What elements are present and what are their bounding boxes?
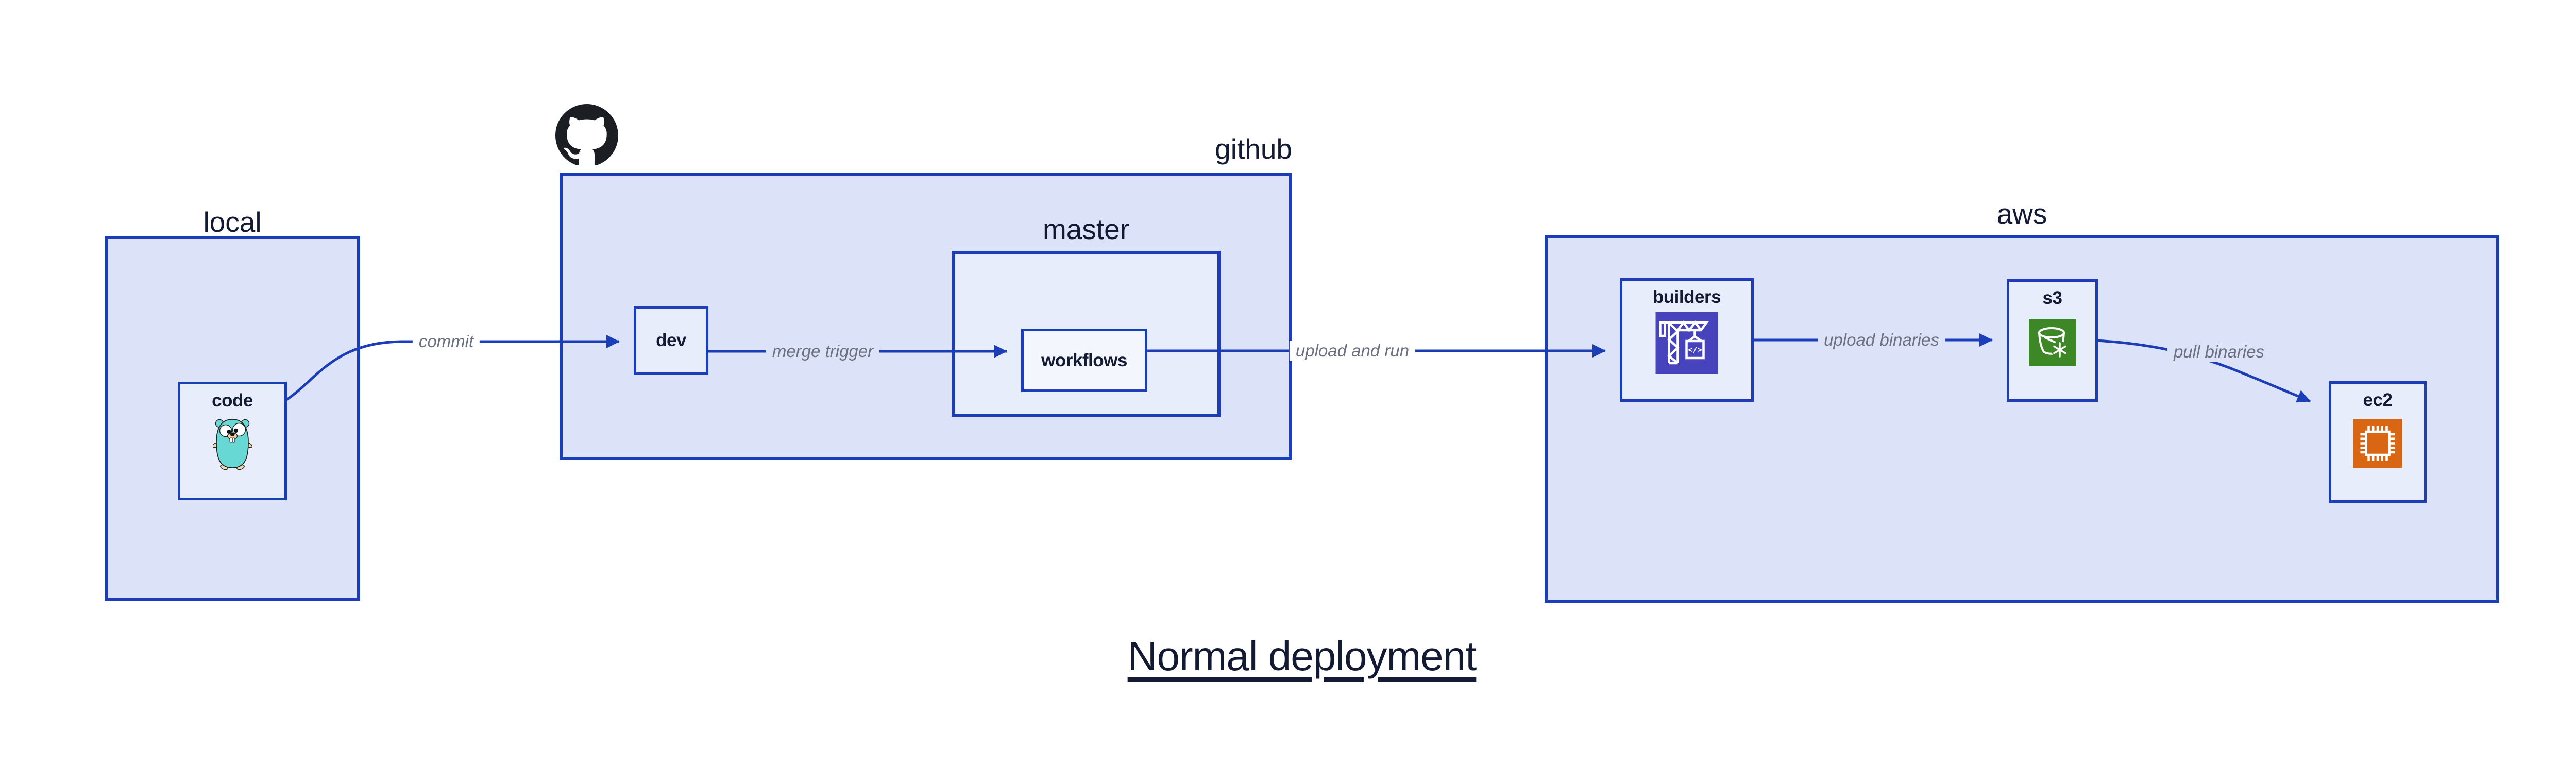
group-label-local: local	[203, 206, 262, 238]
node-code: code	[178, 382, 287, 500]
group-label-master: master	[1042, 213, 1130, 245]
edge-label-pull-binaries: pull binaries	[2167, 342, 2271, 362]
node-s3: s3	[2007, 279, 2098, 402]
node-workflows: workflows	[1021, 329, 1147, 392]
go-gopher-icon	[213, 417, 252, 470]
node-dev: dev	[634, 306, 708, 375]
codebuild-crane-icon: </>	[1655, 312, 1718, 374]
node-workflows-label: workflows	[1041, 350, 1127, 370]
node-dev-label: dev	[656, 330, 686, 350]
edge-label-upload-binaries: upload binaries	[1818, 330, 1945, 350]
node-builders: builders </>	[1620, 278, 1754, 402]
diagram-title-row: Normal deployment	[0, 633, 2576, 680]
code-glyph: </>	[1688, 345, 1702, 354]
github-octocat-logo-icon	[555, 104, 618, 169]
ec2-chip-icon	[2353, 419, 2402, 468]
group-label-github: github	[1215, 133, 1292, 165]
s3-bucket-icon	[2028, 319, 2076, 366]
node-code-label: code	[212, 390, 253, 411]
group-label-aws: aws	[1996, 198, 2047, 230]
node-s3-label: s3	[2042, 288, 2062, 308]
node-ec2: ec2	[2329, 381, 2427, 503]
diagram-title: Normal deployment	[1127, 633, 1477, 679]
edge-label-commit: commit	[412, 331, 480, 352]
node-ec2-label: ec2	[2363, 390, 2393, 410]
edge-label-merge-trigger: merge trigger	[766, 341, 880, 362]
edge-label-upload-and-run: upload and run	[1289, 341, 1416, 361]
node-builders-label: builders	[1652, 287, 1721, 307]
